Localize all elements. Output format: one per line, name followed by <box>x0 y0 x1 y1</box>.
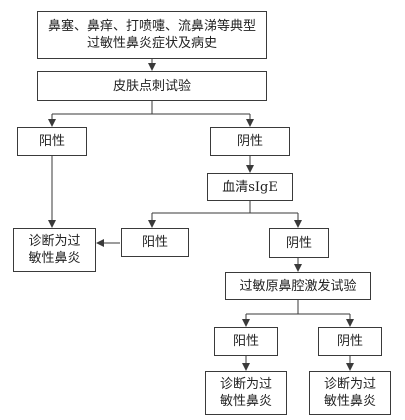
skin-negative-box: 阴性 <box>210 127 290 156</box>
symptoms-box: 鼻塞、鼻痒、打喷嚏、流鼻涕等典型 过敏性鼻炎症状及病史 <box>37 11 267 59</box>
skin-prick-test-label: 皮肤点刺试验 <box>112 78 191 94</box>
symptoms-line-2: 过敏性鼻炎症状及病史 <box>86 36 217 51</box>
nasal-positive-label: 阳性 <box>232 334 259 349</box>
nasal-provocation-test-label: 过敏原鼻腔激发试验 <box>239 278 357 294</box>
diagnosis-right-line-1: 诊断为过 <box>323 377 376 392</box>
nasal-negative-label: 阴性 <box>336 334 363 349</box>
sige-positive-box: 阳性 <box>121 228 189 257</box>
skin-positive-label: 阳性 <box>38 134 65 149</box>
diagnosis-left-box: 诊断为过 敏性鼻炎 <box>13 228 96 272</box>
diagnosis-mid-box: 诊断为过 敏性鼻炎 <box>205 371 287 415</box>
diagnosis-mid-line-1: 诊断为过 <box>219 377 272 392</box>
diagnosis-right-box: 诊断为过 敏性鼻炎 <box>309 371 391 415</box>
sige-negative-label: 阴性 <box>285 235 312 251</box>
sige-positive-label: 阳性 <box>141 235 168 250</box>
diagnosis-right-line-2: 敏性鼻炎 <box>323 394 376 409</box>
nasal-positive-box: 阳性 <box>214 327 278 356</box>
nasal-provocation-test-box: 过敏原鼻腔激发试验 <box>225 272 371 300</box>
diagnosis-mid-line-2: 敏性鼻炎 <box>219 394 272 409</box>
nasal-negative-box: 阴性 <box>318 327 382 356</box>
serum-sige-label: 血清sIgE <box>222 179 278 195</box>
symptoms-line-1: 鼻塞、鼻痒、打喷嚏、流鼻涕等典型 <box>47 19 256 34</box>
skin-negative-label: 阴性 <box>236 134 263 149</box>
skin-prick-test-box: 皮肤点刺试验 <box>37 71 267 101</box>
diagnosis-left-line-2: 敏性鼻炎 <box>28 251 81 266</box>
serum-sige-box: 血清sIgE <box>207 173 293 201</box>
diagnosis-left-line-1: 诊断为过 <box>28 234 81 249</box>
skin-positive-box: 阳性 <box>17 127 87 156</box>
sige-negative-box: 阴性 <box>269 228 329 258</box>
